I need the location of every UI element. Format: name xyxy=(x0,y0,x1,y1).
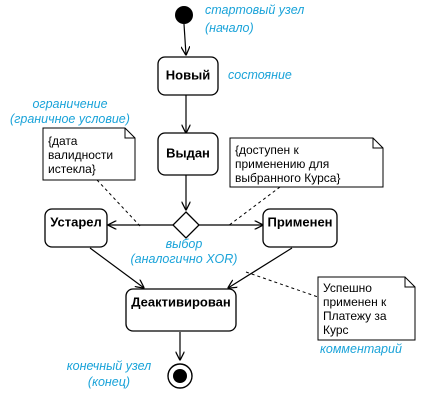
annotation-end-node-line: конечный узел xyxy=(67,359,151,373)
state-primenen: Применен xyxy=(262,208,338,248)
annotation-state: состояние xyxy=(228,68,292,82)
note-guard-line: выбранного Курса} xyxy=(235,171,340,185)
end-node xyxy=(167,363,193,389)
state-primenen-label: Применен xyxy=(267,214,332,229)
choice-diamond xyxy=(172,211,200,239)
state-ustarel-label: Устарел xyxy=(50,214,102,229)
annotation-constraint: ограничение (граничное условие) xyxy=(10,97,130,126)
annotation-start-node: стартовый узел (начало) xyxy=(205,3,304,35)
annotation-choice-line: (аналогично XOR) xyxy=(131,252,238,266)
note-comment-line: применен к xyxy=(323,295,387,309)
anchor-guard-note xyxy=(227,186,281,227)
annotation-start-node-line: (начало) xyxy=(205,21,254,35)
state-vydan-label: Выдан xyxy=(166,145,210,160)
note-guard: {доступен к применению для выбранного Ку… xyxy=(229,137,384,188)
start-node xyxy=(175,6,193,24)
state-novy: Новый xyxy=(157,56,219,96)
note-guard-line: применению для xyxy=(235,157,329,171)
state-deaktivirovan: Деактивирован xyxy=(125,288,237,332)
anchor-constraint-note xyxy=(96,179,141,227)
anchor-comment-note xyxy=(245,271,319,298)
annotation-end-node-line: (конец) xyxy=(88,375,130,389)
note-guard-line: {доступен к xyxy=(235,143,299,157)
annotation-end-node: конечный узел (конец) xyxy=(67,359,151,389)
annotation-choice-line: выбор xyxy=(166,237,203,251)
note-comment-line: Платежу за xyxy=(323,309,387,323)
annotation-comment: комментарий xyxy=(320,342,402,356)
transition-primenen-to-deaktivirovan xyxy=(228,247,293,288)
note-constraint: {дата валидности истекла} xyxy=(42,127,136,181)
transition-start-to-novy xyxy=(184,23,186,55)
note-comment-line: Успешно xyxy=(323,281,372,295)
annotation-constraint-line: (граничное условие) xyxy=(10,112,130,126)
note-comment: Успешно применен к Платежу за Курс xyxy=(317,276,416,341)
state-ustarel: Устарел xyxy=(44,208,108,248)
note-constraint-line: валидности xyxy=(48,148,113,162)
annotation-start-node-line: стартовый узел xyxy=(205,3,304,17)
state-vydan: Выдан xyxy=(157,132,219,176)
transition-ustarel-to-deaktivirovan xyxy=(89,247,144,288)
annotation-choice: выбор (аналогично XOR) xyxy=(131,237,238,266)
note-constraint-line: истекла} xyxy=(48,162,96,176)
annotation-constraint-line: ограничение xyxy=(32,97,107,111)
state-novy-label: Новый xyxy=(166,67,210,82)
state-deaktivirovan-label: Деактивирован xyxy=(131,294,231,309)
note-constraint-line: {дата xyxy=(48,134,78,148)
note-comment-line: Курс xyxy=(323,323,349,337)
